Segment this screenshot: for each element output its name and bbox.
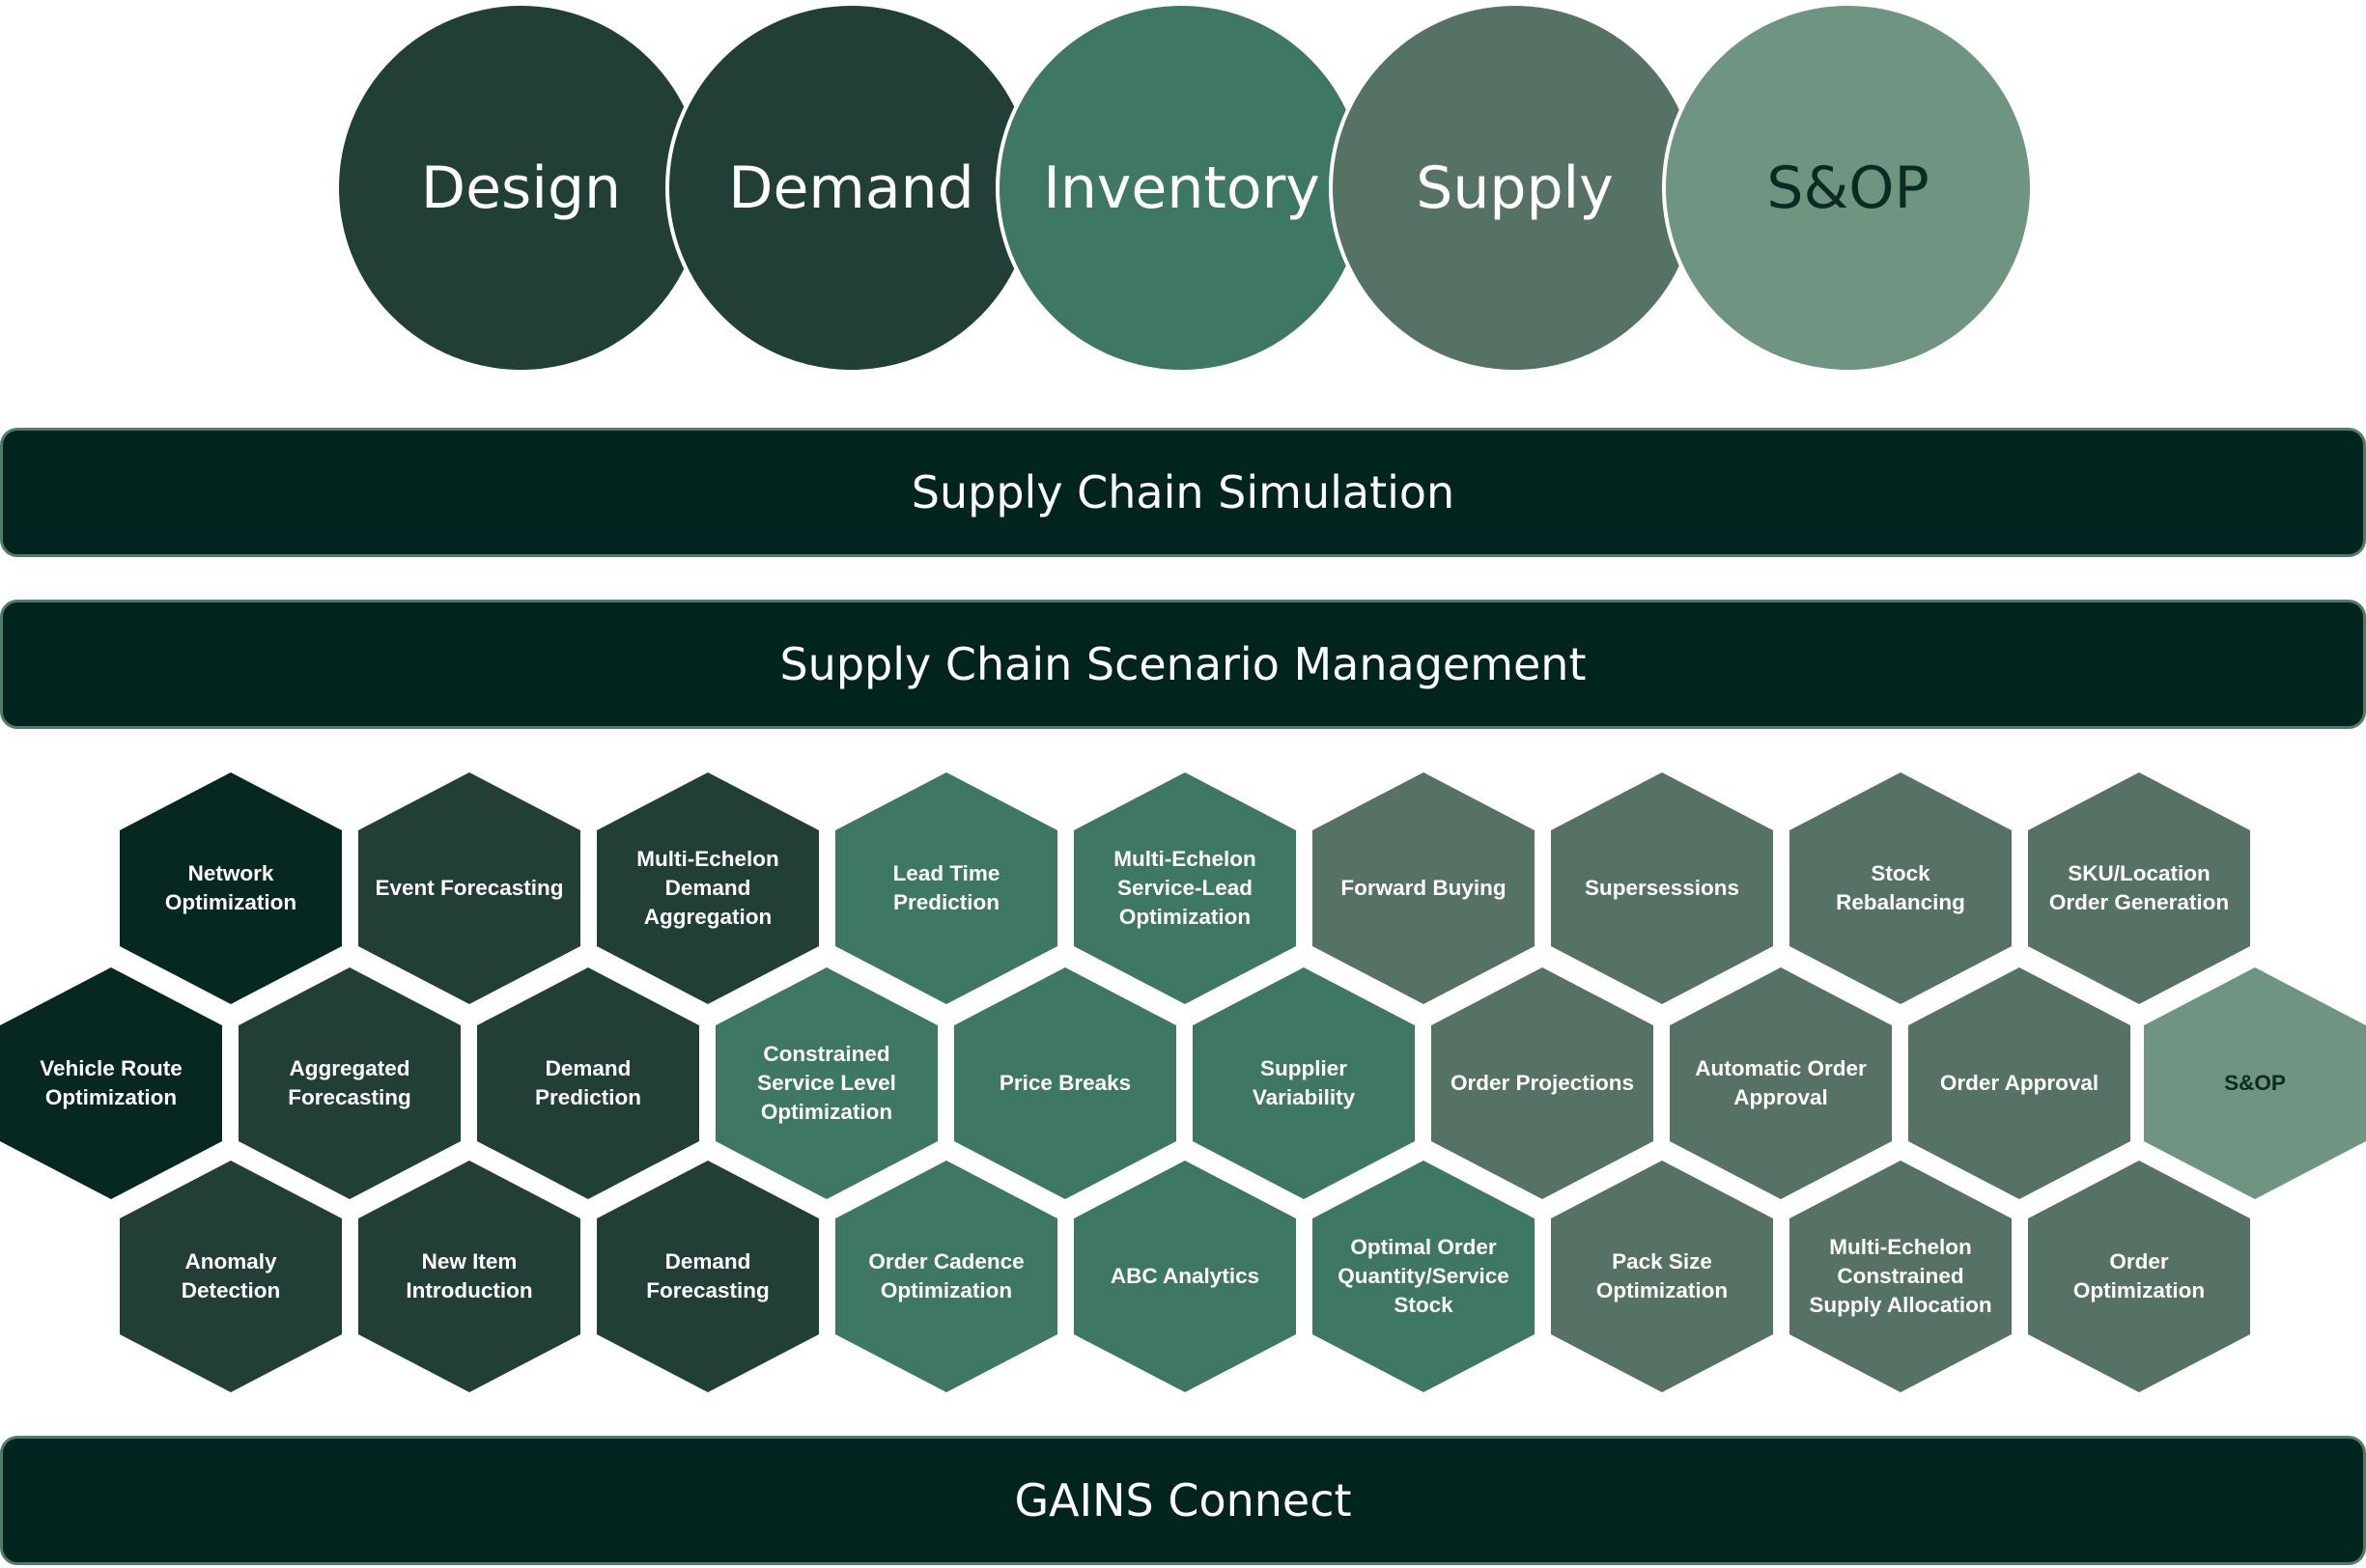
supply-chain-simulation-bar: Supply Chain Simulation <box>0 428 2366 557</box>
hex-multi-echelon-demand-aggregation: Multi-Echelon Demand Aggregation <box>597 772 819 1004</box>
hex-aggregated-forecasting: Aggregated Forecasting <box>239 967 461 1199</box>
hex-sop: S&OP <box>2144 967 2366 1199</box>
hex-constrained-service-level-optimization: Constrained Service Level Optimization <box>716 967 938 1199</box>
hex-supersessions: Supersessions <box>1551 772 1773 1004</box>
hex-event-forecasting: Event Forecasting <box>358 772 580 1004</box>
scenario-management-bar: Supply Chain Scenario Management <box>0 600 2366 729</box>
circle-label: S&OP <box>1766 154 1929 222</box>
hex-supplier-variability: Supplier Variability <box>1193 967 1415 1199</box>
hex-demand-forecasting: Demand Forecasting <box>597 1161 819 1392</box>
hex-price-breaks: Price Breaks <box>954 967 1176 1199</box>
hex-pack-size-optimization: Pack Size Optimization <box>1551 1161 1773 1392</box>
hex-network-optimization: Network Optimization <box>120 772 342 1004</box>
hex-anomaly-detection: Anomaly Detection <box>120 1161 342 1392</box>
hex-sku-location-order-generation: SKU/Location Order Generation <box>2028 772 2250 1004</box>
circle-label: Design <box>420 154 622 222</box>
hex-optimal-order-quantity-service-stock: Optimal Order Quantity/Service Stock <box>1312 1161 1535 1392</box>
circle-label: Demand <box>728 154 974 222</box>
hex-order-cadence-optimization: Order Cadence Optimization <box>835 1161 1057 1392</box>
gains-connect-bar: GAINS Connect <box>0 1436 2366 1565</box>
hex-new-item-introduction: New Item Introduction <box>358 1161 580 1392</box>
bar-label: Supply Chain Scenario Management <box>779 638 1587 690</box>
hex-multi-echelon-constrained-supply-allocation: Multi-Echelon Constrained Supply Allocat… <box>1789 1161 2012 1392</box>
hex-abc-analytics: ABC Analytics <box>1074 1161 1296 1392</box>
circle-sop: S&OP <box>1662 2 2034 374</box>
hex-multi-echelon-service-lead-optimization: Multi-Echelon Service-Lead Optimization <box>1074 772 1296 1004</box>
circle-demand: Demand <box>665 2 1037 374</box>
bar-label: Supply Chain Simulation <box>911 466 1455 518</box>
hex-order-optimization: Order Optimization <box>2028 1161 2250 1392</box>
circle-supply: Supply <box>1329 2 1701 374</box>
circle-inventory: Inventory <box>996 2 1367 374</box>
hex-stock-rebalancing: Stock Rebalancing <box>1789 772 2012 1004</box>
hex-forward-buying: Forward Buying <box>1312 772 1535 1004</box>
hex-automatic-order-approval: Automatic Order Approval <box>1670 967 1892 1199</box>
hex-order-projections: Order Projections <box>1431 967 1653 1199</box>
circle-label: Inventory <box>1043 154 1320 222</box>
circle-label: Supply <box>1416 154 1614 222</box>
hex-lead-time-prediction: Lead Time Prediction <box>835 772 1057 1004</box>
hex-vehicle-route-optimization: Vehicle Route Optimization <box>0 967 222 1199</box>
bar-label: GAINS Connect <box>1014 1474 1352 1526</box>
hex-demand-prediction: Demand Prediction <box>477 967 699 1199</box>
circle-design: Design <box>335 2 707 374</box>
hex-order-approval: Order Approval <box>1908 967 2130 1199</box>
